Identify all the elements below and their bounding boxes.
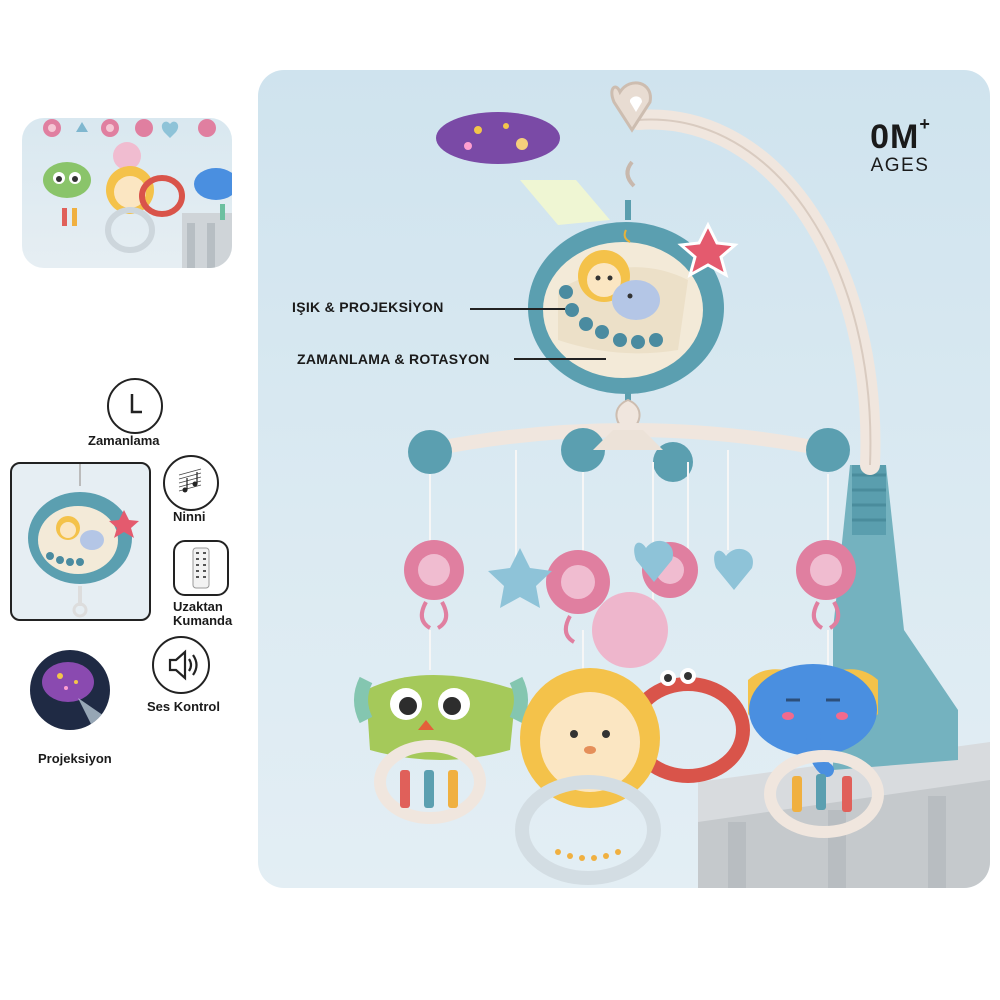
remote-control-icon xyxy=(173,540,229,596)
callout-light-projection: IŞIK & PROJEKSİYON xyxy=(292,299,444,315)
thumbnail-illustration xyxy=(43,119,232,268)
age-badge: 0M+ AGES xyxy=(850,114,950,177)
music-box-thumbnail xyxy=(28,464,139,618)
speaker-icon xyxy=(152,636,210,694)
feature-label-volume: Ses Kontrol xyxy=(147,699,220,714)
thumbnail-mobile-closeup xyxy=(22,118,232,268)
feature-label-lullaby: Ninni xyxy=(173,509,206,524)
feature-label-projection: Projeksiyon xyxy=(38,751,112,766)
age-badge-main: 0M xyxy=(870,118,920,156)
feature-label-timing: Zamanlama xyxy=(88,433,160,448)
age-badge-sub: AGES xyxy=(870,155,930,176)
crib-mobile-illustration xyxy=(354,81,990,888)
feature-label-remote: Uzaktan Kumanda xyxy=(173,599,233,628)
clock-icon xyxy=(107,378,163,434)
age-badge-plus: + xyxy=(919,114,930,134)
main-product-panel: 0M+ AGES xyxy=(258,70,990,888)
callout-timing-rotation: ZAMANLAMA & ROTASYON xyxy=(297,351,490,367)
featured-music-box-frame xyxy=(10,462,151,621)
projection-icon xyxy=(30,650,110,730)
callout-line-light xyxy=(470,308,565,310)
music-notes-icon xyxy=(163,455,219,511)
callout-line-timing xyxy=(514,358,606,360)
